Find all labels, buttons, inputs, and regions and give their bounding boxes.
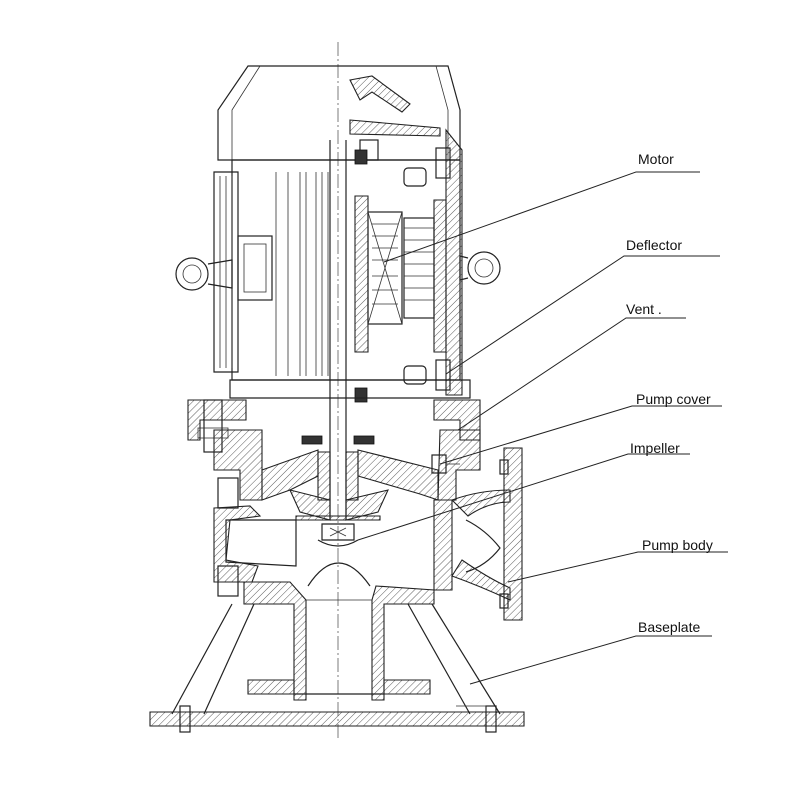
support-leg-left	[171, 603, 233, 715]
leader-deflector	[445, 255, 720, 375]
pump-cover-assembly	[187, 399, 481, 501]
leader-lines	[357, 171, 728, 685]
baseplate-assembly	[149, 603, 525, 733]
leader-impeller	[357, 453, 690, 541]
stator	[403, 217, 435, 319]
label-motor: Motor	[638, 151, 674, 167]
cover-bolt-left	[203, 399, 223, 453]
label-deflector: Deflector	[626, 237, 682, 253]
leader-pump-cover	[439, 405, 722, 465]
leader-motor	[383, 171, 700, 263]
label-baseplate: Baseplate	[638, 619, 700, 635]
fan-cover	[217, 65, 461, 161]
label-pump-body: Pump body	[642, 537, 713, 553]
outlet-flange	[503, 447, 523, 621]
leader-pump-body	[507, 551, 728, 583]
motor-assembly	[175, 65, 501, 520]
support-leg-right	[407, 603, 471, 715]
leader-vent	[457, 317, 686, 431]
leader-baseplate	[469, 635, 712, 685]
label-pump-cover: Pump cover	[636, 391, 711, 407]
baseplate-plate	[149, 711, 525, 727]
rotor	[367, 211, 403, 325]
lifting-eye-left	[175, 257, 209, 291]
pump-body	[213, 447, 523, 701]
label-vent: Vent .	[626, 301, 662, 317]
impeller	[289, 489, 389, 547]
terminal-box	[237, 235, 273, 301]
lifting-eye-right	[467, 251, 501, 285]
label-impeller: Impeller	[630, 440, 680, 456]
